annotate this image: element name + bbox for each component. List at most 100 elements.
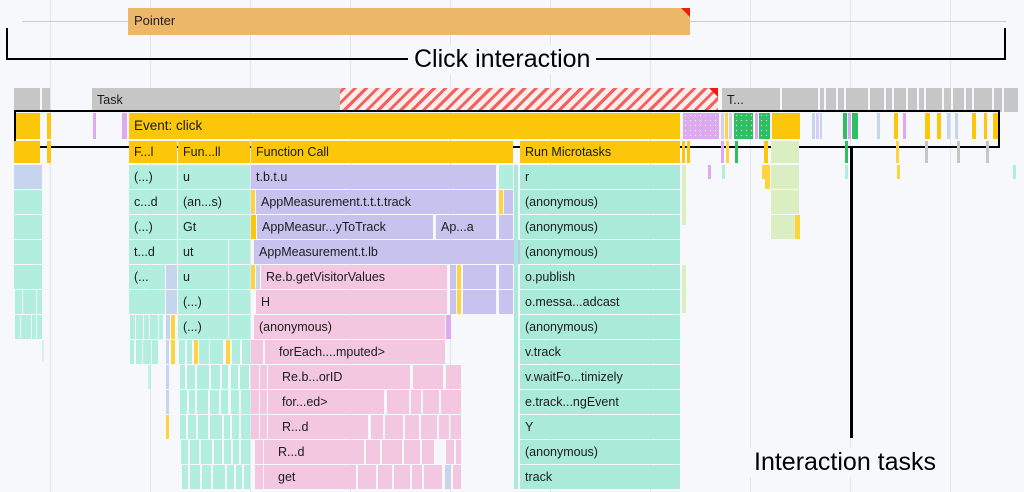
col-a-cell-sub[interactable] xyxy=(166,365,169,389)
micro-stack-block[interactable] xyxy=(795,215,800,239)
col-b-cell[interactable] xyxy=(180,390,187,414)
event-chunk[interactable] xyxy=(937,113,941,139)
task-chunk[interactable] xyxy=(1004,88,1018,112)
event-click-bar[interactable]: Event: click xyxy=(129,113,680,139)
row-header-chunk[interactable] xyxy=(721,141,724,163)
event-chunk[interactable] xyxy=(993,113,998,139)
col-c-sibling[interactable] xyxy=(423,390,439,414)
col-c-sibling[interactable] xyxy=(366,440,380,464)
col-c-sibling[interactable] xyxy=(504,190,513,214)
col-c-sibling[interactable] xyxy=(456,440,461,464)
col-a-cell[interactable]: (...) xyxy=(129,165,177,189)
flame-header-cell-d[interactable]: Run Microtasks xyxy=(520,141,680,163)
col-b-cell[interactable]: (an...s) xyxy=(178,190,250,214)
left-stack-row[interactable] xyxy=(21,315,31,339)
col-b-cell[interactable] xyxy=(210,415,222,439)
col-c-edge[interactable] xyxy=(251,365,259,389)
row-header-chunk[interactable] xyxy=(986,141,989,163)
col-b-cell[interactable] xyxy=(213,465,225,489)
pointer-track-bar[interactable]: Pointer xyxy=(128,8,690,35)
col-a-cell[interactable] xyxy=(130,340,134,364)
row-header-chunk[interactable] xyxy=(771,141,799,163)
col-a-cell[interactable] xyxy=(136,340,142,364)
col-d-cell[interactable]: v.track xyxy=(520,340,680,364)
task-chunk[interactable] xyxy=(886,88,892,112)
col-b-cell[interactable] xyxy=(180,365,185,389)
task-chunk[interactable] xyxy=(782,88,818,112)
col-c-cell[interactable]: AppMeasur...yToTrack xyxy=(257,215,433,239)
col-a-cell[interactable] xyxy=(152,340,158,364)
micro-bar[interactable] xyxy=(897,165,900,179)
event-chunk[interactable] xyxy=(877,113,880,139)
flame-header-cell-c[interactable]: Function Call xyxy=(251,141,513,163)
col-c-sibling[interactable] xyxy=(378,465,392,489)
left-stack-row[interactable] xyxy=(15,315,20,339)
left-stack-row[interactable] xyxy=(14,265,42,289)
col-b-cell[interactable] xyxy=(187,340,192,364)
col-b-cell[interactable] xyxy=(227,465,234,489)
col-b-cell[interactable] xyxy=(231,390,239,414)
col-a-cell-sub[interactable] xyxy=(166,290,177,314)
col-d-cell[interactable]: (anonymous) xyxy=(520,440,680,464)
col-c-sibling[interactable] xyxy=(499,165,513,189)
col-c-sibling[interactable] xyxy=(412,465,422,489)
col-d-cell[interactable]: (anonymous) xyxy=(520,215,680,239)
task-chunk[interactable] xyxy=(926,88,942,112)
col-d-cell[interactable]: (anonymous) xyxy=(520,315,680,339)
task-chunk[interactable] xyxy=(919,88,924,112)
row-header-chunk[interactable] xyxy=(764,141,768,163)
micro-stack-block[interactable] xyxy=(771,190,799,214)
event-chunk-green[interactable] xyxy=(734,113,753,139)
col-c-sibling[interactable] xyxy=(499,265,513,289)
col-a-cell[interactable]: t...d xyxy=(129,240,177,264)
col-c-edge[interactable] xyxy=(255,465,263,489)
task-chunk[interactable] xyxy=(908,88,917,112)
task-chunk[interactable] xyxy=(846,88,868,112)
event-chunk[interactable] xyxy=(14,113,40,139)
task-chunk[interactable] xyxy=(820,88,824,112)
row-header-chunk[interactable] xyxy=(957,141,960,163)
col-b-cell[interactable] xyxy=(231,365,238,389)
col-b-cell[interactable] xyxy=(241,415,250,439)
col-b-cell-sub[interactable] xyxy=(229,290,250,314)
col-c-edge[interactable] xyxy=(251,215,256,239)
col-b-cell[interactable]: u xyxy=(178,265,228,289)
col-c-cell[interactable]: R...d xyxy=(264,440,364,464)
event-chunk[interactable] xyxy=(721,113,724,139)
task-long-task-bar[interactable] xyxy=(340,88,718,112)
col-b-cell[interactable] xyxy=(179,340,185,364)
row-header-chunk[interactable] xyxy=(687,141,690,163)
col-c-sibling[interactable] xyxy=(371,415,383,439)
col-c-sibling[interactable] xyxy=(450,265,456,289)
col-b-cell[interactable] xyxy=(180,415,186,439)
col-c-sibling[interactable] xyxy=(441,390,461,414)
col-b-cell[interactable] xyxy=(226,340,230,364)
task-chunk[interactable] xyxy=(974,88,992,112)
left-stack-row[interactable] xyxy=(15,290,22,314)
col-b-cell[interactable] xyxy=(232,340,240,364)
event-chunk[interactable] xyxy=(725,113,728,139)
col-a-cell[interactable] xyxy=(159,315,163,339)
task-chunk[interactable] xyxy=(944,88,951,112)
col-d-cell[interactable]: Y xyxy=(520,415,680,439)
col-a-cell[interactable] xyxy=(143,340,151,364)
col-c-sibling[interactable] xyxy=(446,365,461,389)
col-b-cell[interactable] xyxy=(241,390,250,414)
col-d-edge[interactable] xyxy=(514,165,518,489)
col-d-cell[interactable]: o.messa...adcast xyxy=(520,290,680,314)
col-c-sibling[interactable] xyxy=(422,440,434,464)
micro-bar[interactable] xyxy=(1013,165,1016,179)
col-b-cell-sub[interactable] xyxy=(229,265,250,289)
row-header-chunk[interactable] xyxy=(14,141,40,163)
col-c-cell[interactable]: get xyxy=(264,465,356,489)
col-b-cell[interactable]: u xyxy=(178,165,250,189)
col-b-cell[interactable] xyxy=(211,365,220,389)
row-header-chunk[interactable] xyxy=(726,141,729,163)
col-a-cell-sub[interactable] xyxy=(166,415,169,439)
left-stack-row[interactable] xyxy=(37,315,42,339)
col-a-cell-sub[interactable] xyxy=(166,390,169,414)
col-c-cell[interactable]: Re.b...orID xyxy=(268,365,410,389)
col-a-cell[interactable] xyxy=(129,290,165,314)
col-a-cell-sub[interactable] xyxy=(171,315,175,339)
col-a-cell[interactable] xyxy=(150,315,158,339)
